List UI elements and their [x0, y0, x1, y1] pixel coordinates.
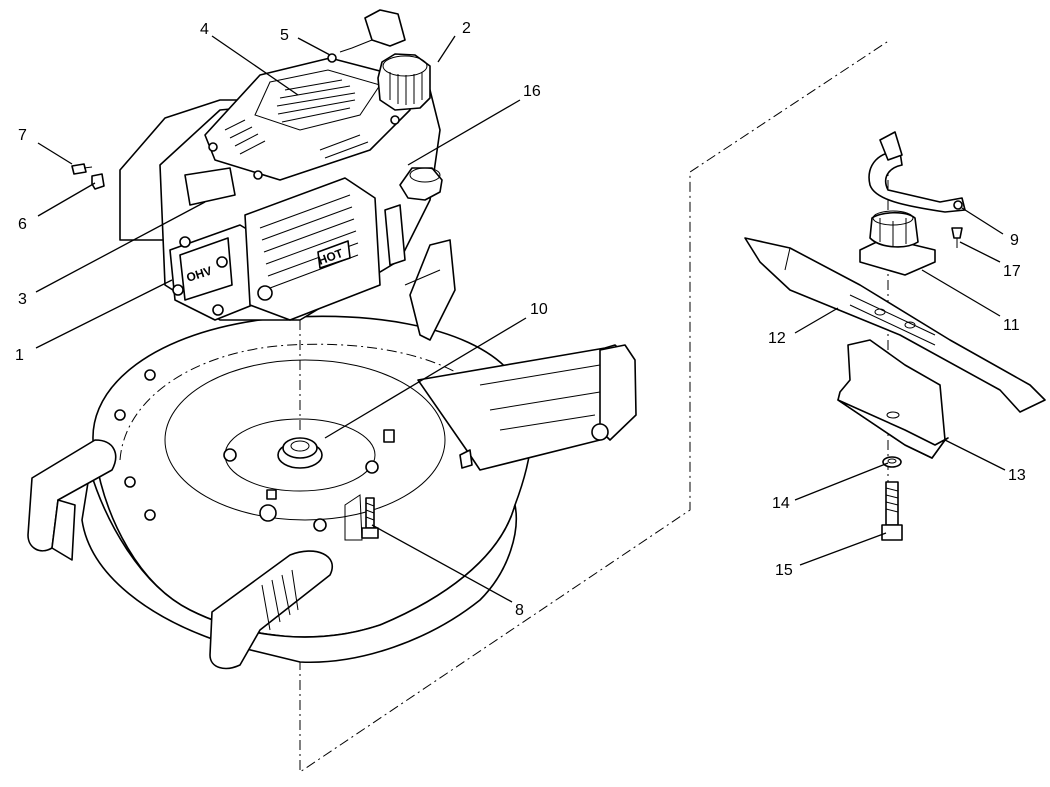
callout-16: 16 — [523, 83, 541, 100]
callout-13: 13 — [1008, 467, 1026, 484]
callout-5: 5 — [280, 27, 289, 44]
callout-3: 3 — [18, 291, 27, 308]
leader-lines — [35, 35, 1006, 603]
callout-9: 9 — [1010, 232, 1019, 249]
clip-and-screw — [71, 163, 105, 190]
blade-assembly — [744, 131, 1046, 541]
callout-14: 14 — [772, 495, 790, 512]
callout-8: 8 — [515, 602, 524, 619]
callout-17: 17 — [1003, 263, 1021, 280]
callout-6: 6 — [18, 216, 27, 233]
callout-1: 1 — [15, 347, 24, 364]
callout-15: 15 — [775, 562, 793, 579]
callout-11: 11 — [1003, 317, 1020, 334]
engine-assembly: OHV HOT — [119, 9, 443, 430]
callout-4: 4 — [200, 21, 209, 38]
callout-7: 7 — [18, 127, 27, 144]
callout-labels: 1 2 3 4 5 6 7 8 9 10 11 12 13 14 15 16 1… — [15, 20, 1026, 619]
mower-deck — [27, 239, 637, 670]
callout-2: 2 — [462, 20, 471, 37]
callout-10: 10 — [530, 301, 548, 318]
callout-12: 12 — [768, 330, 786, 347]
